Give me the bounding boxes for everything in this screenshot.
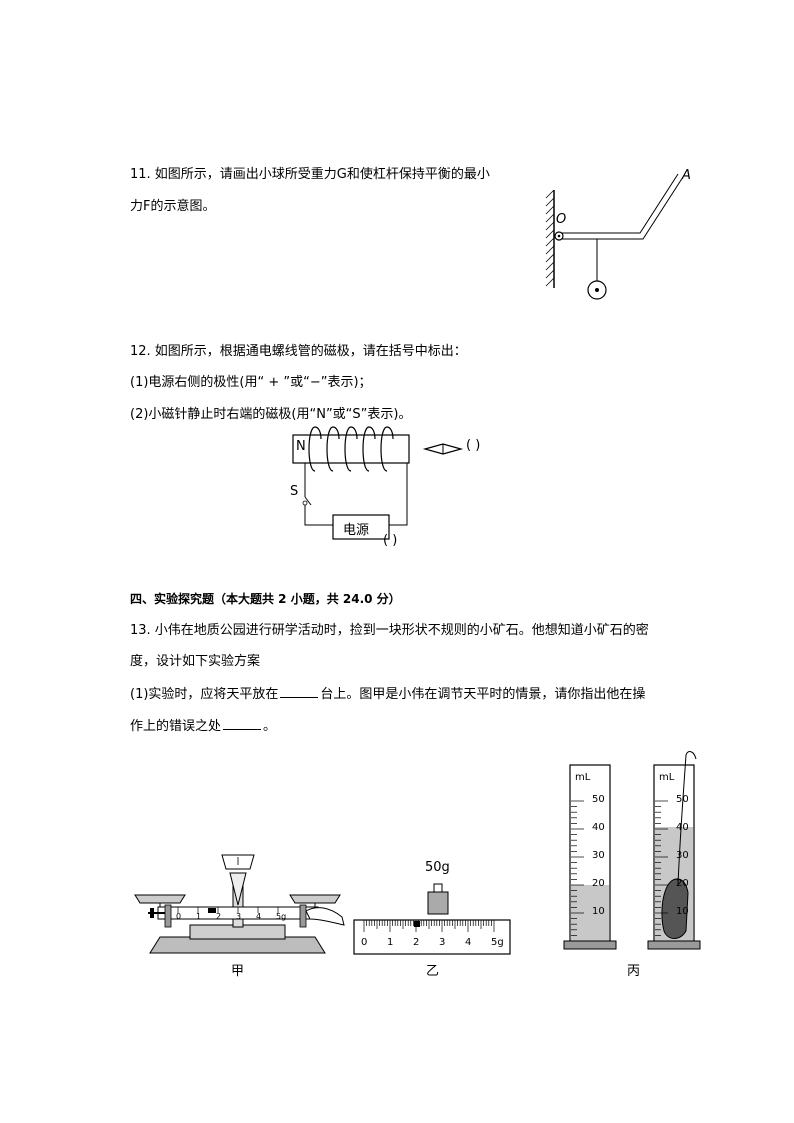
svg-text:1: 1	[196, 912, 201, 921]
q11-line2: 力F的示意图。	[130, 199, 216, 214]
svg-text:2: 2	[216, 912, 221, 921]
answer-blank-1[interactable]	[280, 685, 319, 698]
cylinder-tick-label: 10	[676, 906, 689, 917]
lever-diagram	[545, 173, 684, 300]
cylinder-unit-left: mL	[575, 772, 591, 783]
q12-item1: (1)电源右侧的极性(用“ + ”或“−”表示)；	[130, 375, 372, 390]
caption-yi: 乙	[426, 964, 440, 979]
q12-item2: (2)小磁针静止时右端的磁极(用“N”或“S”表示)。	[130, 407, 412, 422]
ruler-tick-label: 3	[439, 937, 446, 948]
cylinder-tick-label: 50	[592, 794, 605, 805]
power-supply-label: 电源	[343, 523, 370, 538]
caption-jia: 甲	[231, 964, 245, 979]
cylinder-tick-label: 40	[676, 822, 689, 833]
cylinder-tick-label: 30	[676, 850, 689, 861]
ruler-tick-label: 1	[387, 937, 394, 948]
answer-blank-2[interactable]	[223, 717, 262, 730]
q11-line1: 11. 如图所示，请画出小球所受重力G和使杠杆保持平衡的最小	[130, 167, 490, 182]
svg-text:4: 4	[256, 912, 261, 921]
cylinder-tick-label: 40	[592, 822, 605, 833]
q13-line1: 13. 小伟在地质公园进行研学活动时，捡到一块形状不规则的小矿石。他想知道小矿石…	[130, 623, 649, 638]
q13-line4-end: 。	[263, 719, 277, 734]
solenoid-circuit	[292, 426, 464, 540]
ruler-figure	[353, 883, 511, 955]
ruler-tick-label: 5g	[491, 937, 504, 948]
cylinder-tick-label: 20	[592, 878, 605, 889]
q12-intro: 12. 如图所示，根据通电螺线管的磁极，请在括号中标出：	[130, 344, 467, 359]
cylinder-tick-label: 10	[592, 906, 605, 917]
q13-line3-end: 台上。图甲是小伟在调节天平时的情景，请你指出他在操	[320, 687, 646, 702]
svg-text:0: 0	[176, 912, 181, 921]
ruler-tick-label: 2	[413, 937, 420, 948]
point-label-a: A	[682, 168, 691, 183]
ruler-tick-label: 4	[465, 937, 472, 948]
ruler-tick-label: 0	[361, 937, 368, 948]
caption-bing: 丙	[627, 964, 641, 979]
cylinder-tick-label: 30	[592, 850, 605, 861]
compass-pole-bracket: ( )	[466, 438, 481, 453]
cylinder-figure	[563, 751, 701, 950]
q13-line4-start: 作上的错误之处	[130, 719, 222, 734]
balance-figure: 0 1 2 3 4 5g	[134, 854, 345, 954]
power-polarity-bracket: ( )	[383, 533, 398, 548]
solenoid-north-label: N	[296, 439, 306, 454]
q13-line3: (1)实验时，应将天平放在 台上。图甲是小伟在调节天平时的情景，请你指出他在操	[130, 685, 645, 704]
svg-text:5g: 5g	[276, 912, 286, 921]
q13-line4: 作上的错误之处 。	[130, 717, 276, 736]
q13-line2: 度，设计如下实验方案	[130, 654, 261, 669]
q13-line3-start: (1)实验时，应将天平放在	[130, 687, 279, 702]
svg-text:3: 3	[236, 912, 241, 921]
pivot-label-o: O	[556, 212, 567, 227]
switch-label: S	[290, 484, 299, 499]
weight-label: 50g	[425, 860, 450, 875]
cylinder-tick-label: 50	[676, 794, 689, 805]
section-heading: 四、实验探究题（本大题共 2 小题，共 24.0 分）	[130, 592, 401, 606]
cylinder-tick-label: 20	[676, 878, 689, 889]
cylinder-unit-right: mL	[659, 772, 675, 783]
